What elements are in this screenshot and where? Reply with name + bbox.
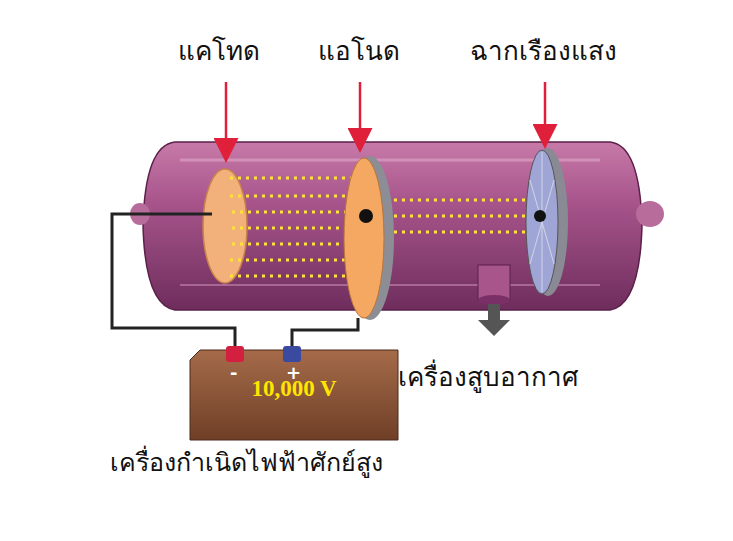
cathode-wire [112, 214, 235, 346]
part-label: เครื่องสูบอากาศ [398, 362, 579, 393]
fluorescent-screen [526, 150, 558, 294]
anode-hole [359, 209, 373, 223]
tube-tip [636, 201, 664, 227]
power-supply-box [190, 350, 398, 440]
cathode-disc [203, 169, 247, 283]
light-spot [534, 210, 546, 222]
negative-terminal [226, 346, 244, 362]
pump-pipe [478, 265, 510, 300]
part-label: แคโทด [178, 36, 260, 67]
part-label: แอโนด [318, 36, 400, 67]
air-flow-arrow [478, 304, 510, 336]
leader-arrow [359, 82, 362, 148]
device-label: เครื่องกำเนิดไฟฟ้าศักย์สูง [110, 442, 383, 482]
leader-arrow [225, 82, 228, 158]
anode-disc [344, 158, 384, 318]
terminal-sign: - [230, 362, 237, 384]
anode-wire [292, 318, 358, 346]
part-label: ฉากเรืองแสง [470, 36, 617, 67]
power-supply: 10,000 Vเครื่องกำเนิดไฟฟ้าศักย์สูง [190, 376, 398, 402]
leader-arrow [544, 82, 547, 144]
voltage-value: 10,000 V [190, 376, 398, 402]
positive-terminal [283, 346, 301, 362]
